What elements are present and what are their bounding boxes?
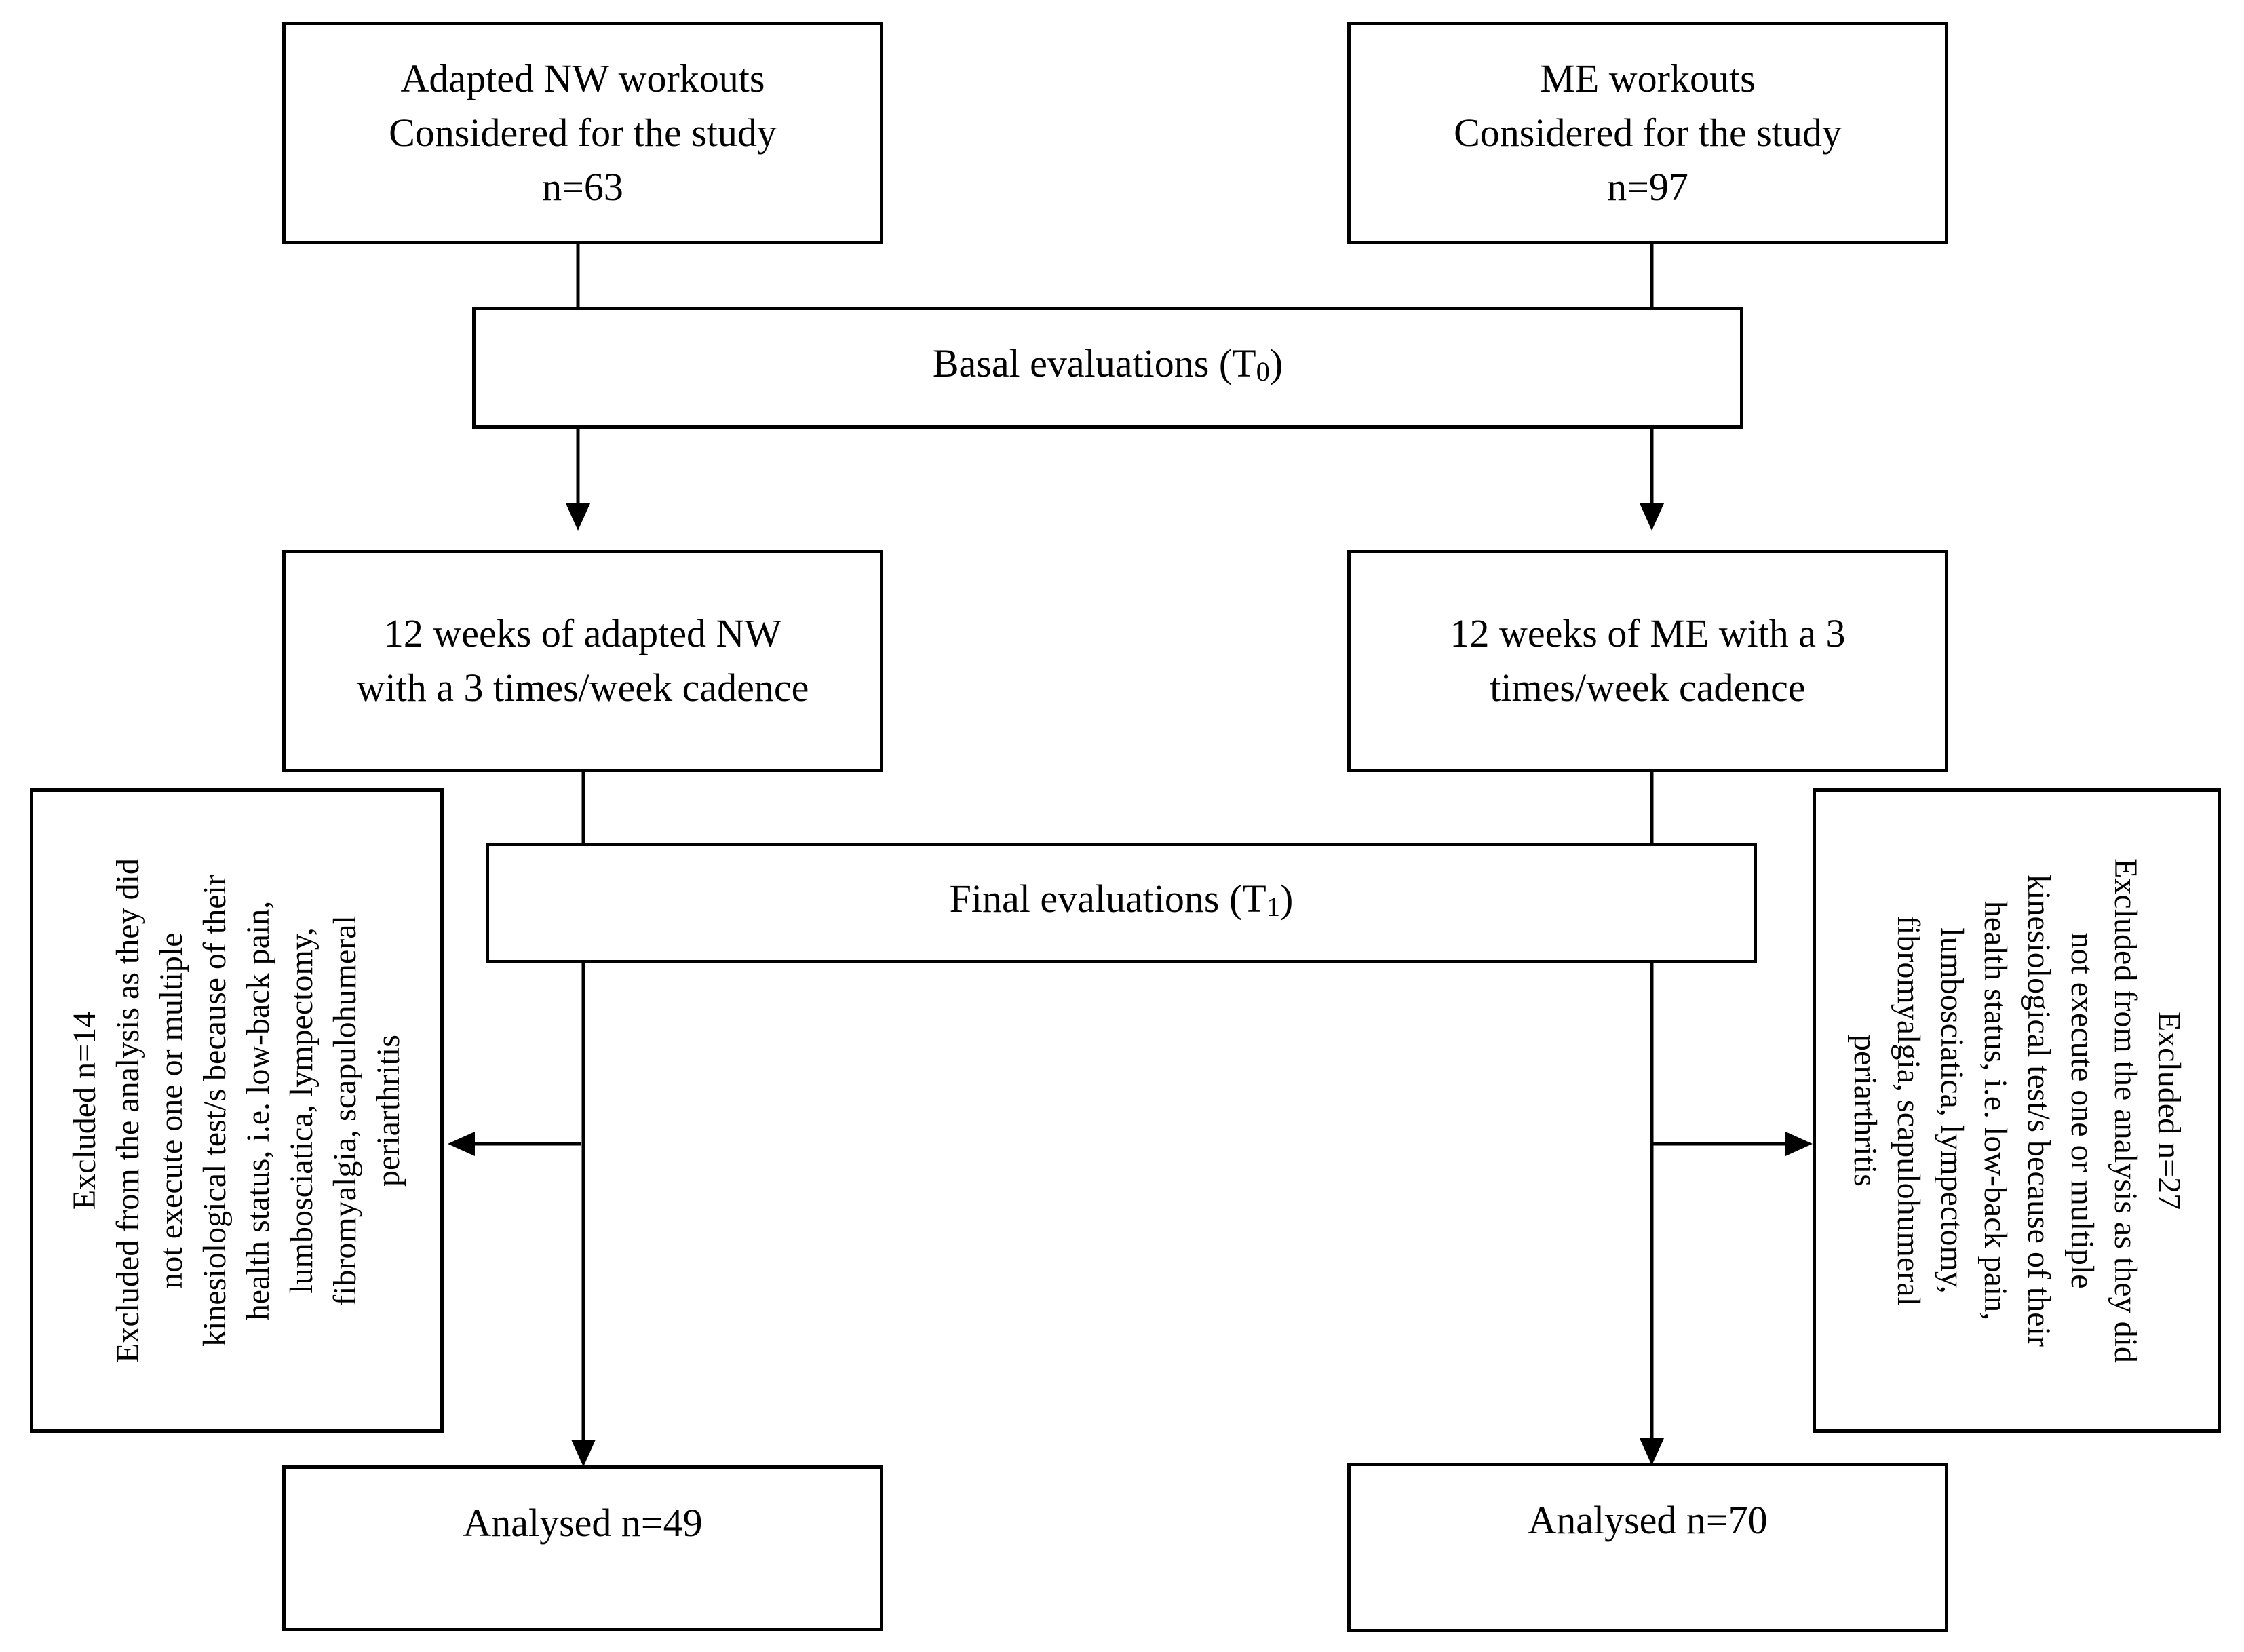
nw-considered-title: Adapted NW workouts	[400, 56, 765, 100]
nw-considered-box: Adapted NW workouts Considered for the s…	[282, 22, 883, 244]
arrowhead-me-excluded	[1785, 1132, 1813, 1156]
arrowhead-me-analysed	[1640, 1438, 1664, 1465]
nw-excluded-count: Excluded n=14	[66, 1011, 102, 1210]
me-training-box: 12 weeks of ME with a 3 times/week caden…	[1347, 550, 1948, 772]
basal-evaluations-box: Basal evaluations (T0)	[472, 307, 1743, 429]
nw-considered-subtitle: Considered for the study	[389, 111, 777, 155]
arrowhead-nw-analysed	[571, 1440, 596, 1467]
nw-analysed-label: Analysed n=49	[463, 1501, 703, 1545]
arrowhead-nw-training	[566, 503, 590, 531]
nw-excluded-text: Excluded n=14 Excluded from the analysis…	[63, 858, 410, 1363]
me-considered-count: n=97	[1607, 165, 1688, 209]
me-training-line-2: times/week cadence	[1490, 666, 1806, 710]
nw-training-line-2: with a 3 times/week cadence	[356, 666, 809, 710]
nw-training-box: 12 weeks of adapted NW with a 3 times/we…	[282, 550, 883, 772]
nw-training-line-1: 12 weeks of adapted NW	[383, 611, 782, 655]
me-analysed-box: Analysed n=70	[1347, 1463, 1948, 1632]
nw-considered-count: n=63	[542, 165, 623, 209]
me-excluded-box: Excluded n=27 Excluded from the analysis…	[1813, 788, 2221, 1433]
final-evaluations-label: Final evaluations (T1)	[949, 876, 1294, 923]
me-considered-title: ME workouts	[1540, 56, 1756, 100]
arrowhead-me-training	[1640, 503, 1664, 531]
me-excluded-text: Excluded n=27 Excluded from the analysis…	[1843, 858, 2190, 1363]
me-analysed-label: Analysed n=70	[1528, 1498, 1768, 1542]
me-excluded-count: Excluded n=27	[2151, 1011, 2187, 1210]
nw-excluded-box: Excluded n=14 Excluded from the analysis…	[30, 788, 444, 1433]
nw-analysed-box: Analysed n=49	[282, 1465, 883, 1631]
me-considered-box: ME workouts Considered for the study n=9…	[1347, 22, 1948, 244]
final-evaluations-box: Final evaluations (T1)	[486, 843, 1757, 963]
basal-evaluations-label: Basal evaluations (T0)	[932, 341, 1283, 387]
arrowhead-nw-excluded	[448, 1132, 475, 1156]
me-considered-subtitle: Considered for the study	[1454, 111, 1842, 155]
me-training-line-1: 12 weeks of ME with a 3	[1450, 611, 1846, 655]
